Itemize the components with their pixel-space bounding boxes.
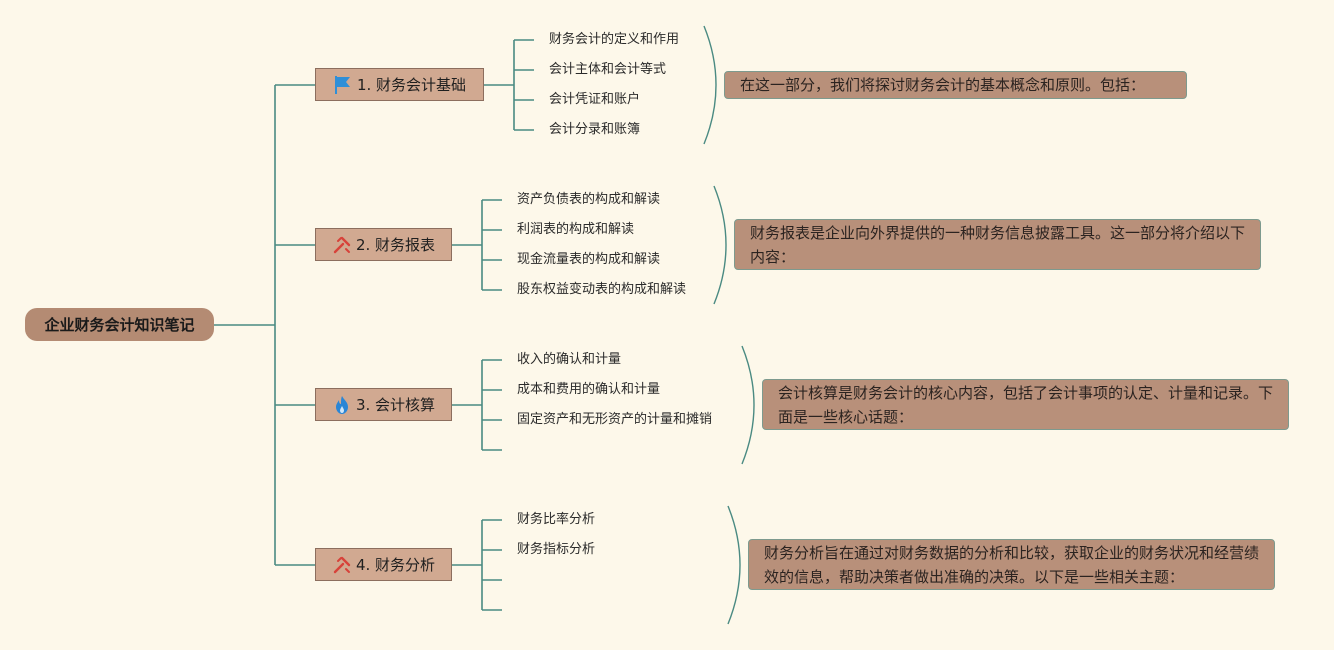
- flame-icon: [332, 395, 352, 415]
- subtopic-1-1[interactable]: 财务会计的定义和作用: [549, 32, 680, 47]
- summary-note-1[interactable]: 在这一部分，我们将探讨财务会计的基本概念和原则。包括：: [724, 71, 1187, 99]
- branch-topic-1[interactable]: 1. 财务会计基础: [315, 68, 484, 101]
- subtopic-3-3[interactable]: 固定资产和无形资产的计量和摊销: [517, 412, 713, 427]
- tools-icon: [332, 555, 352, 575]
- branch-topic-4[interactable]: 4. 财务分析: [315, 548, 452, 581]
- subtopic-4-2[interactable]: 财务指标分析: [517, 542, 596, 557]
- branch-topic-2-label: 2. 财务报表: [355, 236, 436, 254]
- branch-topic-3[interactable]: 3. 会计核算: [315, 388, 452, 421]
- flag-icon: [333, 75, 353, 95]
- summary-note-2[interactable]: 财务报表是企业向外界提供的一种财务信息披露工具。这一部分将介绍以下内容：: [734, 219, 1261, 270]
- root-topic-label: 企业财务会计知识笔记: [44, 316, 195, 334]
- branch-topic-4-label: 4. 财务分析: [355, 556, 436, 574]
- subtopic-2-4[interactable]: 股东权益变动表的构成和解读: [517, 282, 687, 297]
- subtopic-1-4[interactable]: 会计分录和账簿: [549, 122, 641, 137]
- branch-topic-1-label: 1. 财务会计基础: [356, 76, 467, 94]
- subtopic-3-2[interactable]: 成本和费用的确认和计量: [517, 382, 661, 397]
- tools-icon: [332, 235, 352, 255]
- summary-note-4-text: 财务分析旨在通过对财务数据的分析和比较，获取企业的财务状况和经营绩效的信息，帮助…: [764, 544, 1260, 586]
- subtopic-1-3[interactable]: 会计凭证和账户: [549, 92, 641, 107]
- subtopic-2-3[interactable]: 现金流量表的构成和解读: [517, 252, 661, 267]
- summary-note-2-text: 财务报表是企业向外界提供的一种财务信息披露工具。这一部分将介绍以下内容：: [750, 224, 1246, 266]
- summary-note-3-text: 会计核算是财务会计的核心内容，包括了会计事项的认定、计量和记录。下面是一些核心话…: [778, 384, 1274, 426]
- subtopic-2-2[interactable]: 利润表的构成和解读: [517, 222, 635, 237]
- subtopic-3-1[interactable]: 收入的确认和计量: [517, 352, 622, 367]
- branch-topic-2[interactable]: 2. 财务报表: [315, 228, 452, 261]
- subtopic-4-1[interactable]: 财务比率分析: [517, 512, 596, 527]
- summary-note-4[interactable]: 财务分析旨在通过对财务数据的分析和比较，获取企业的财务状况和经营绩效的信息，帮助…: [748, 539, 1275, 590]
- subtopic-1-2[interactable]: 会计主体和会计等式: [549, 62, 667, 77]
- subtopic-2-1[interactable]: 资产负债表的构成和解读: [517, 192, 661, 207]
- summary-note-3[interactable]: 会计核算是财务会计的核心内容，包括了会计事项的认定、计量和记录。下面是一些核心话…: [762, 379, 1289, 430]
- summary-note-1-text: 在这一部分，我们将探讨财务会计的基本概念和原则。包括：: [740, 76, 1146, 94]
- root-topic[interactable]: 企业财务会计知识笔记: [25, 308, 214, 341]
- branch-topic-3-label: 3. 会计核算: [355, 396, 436, 414]
